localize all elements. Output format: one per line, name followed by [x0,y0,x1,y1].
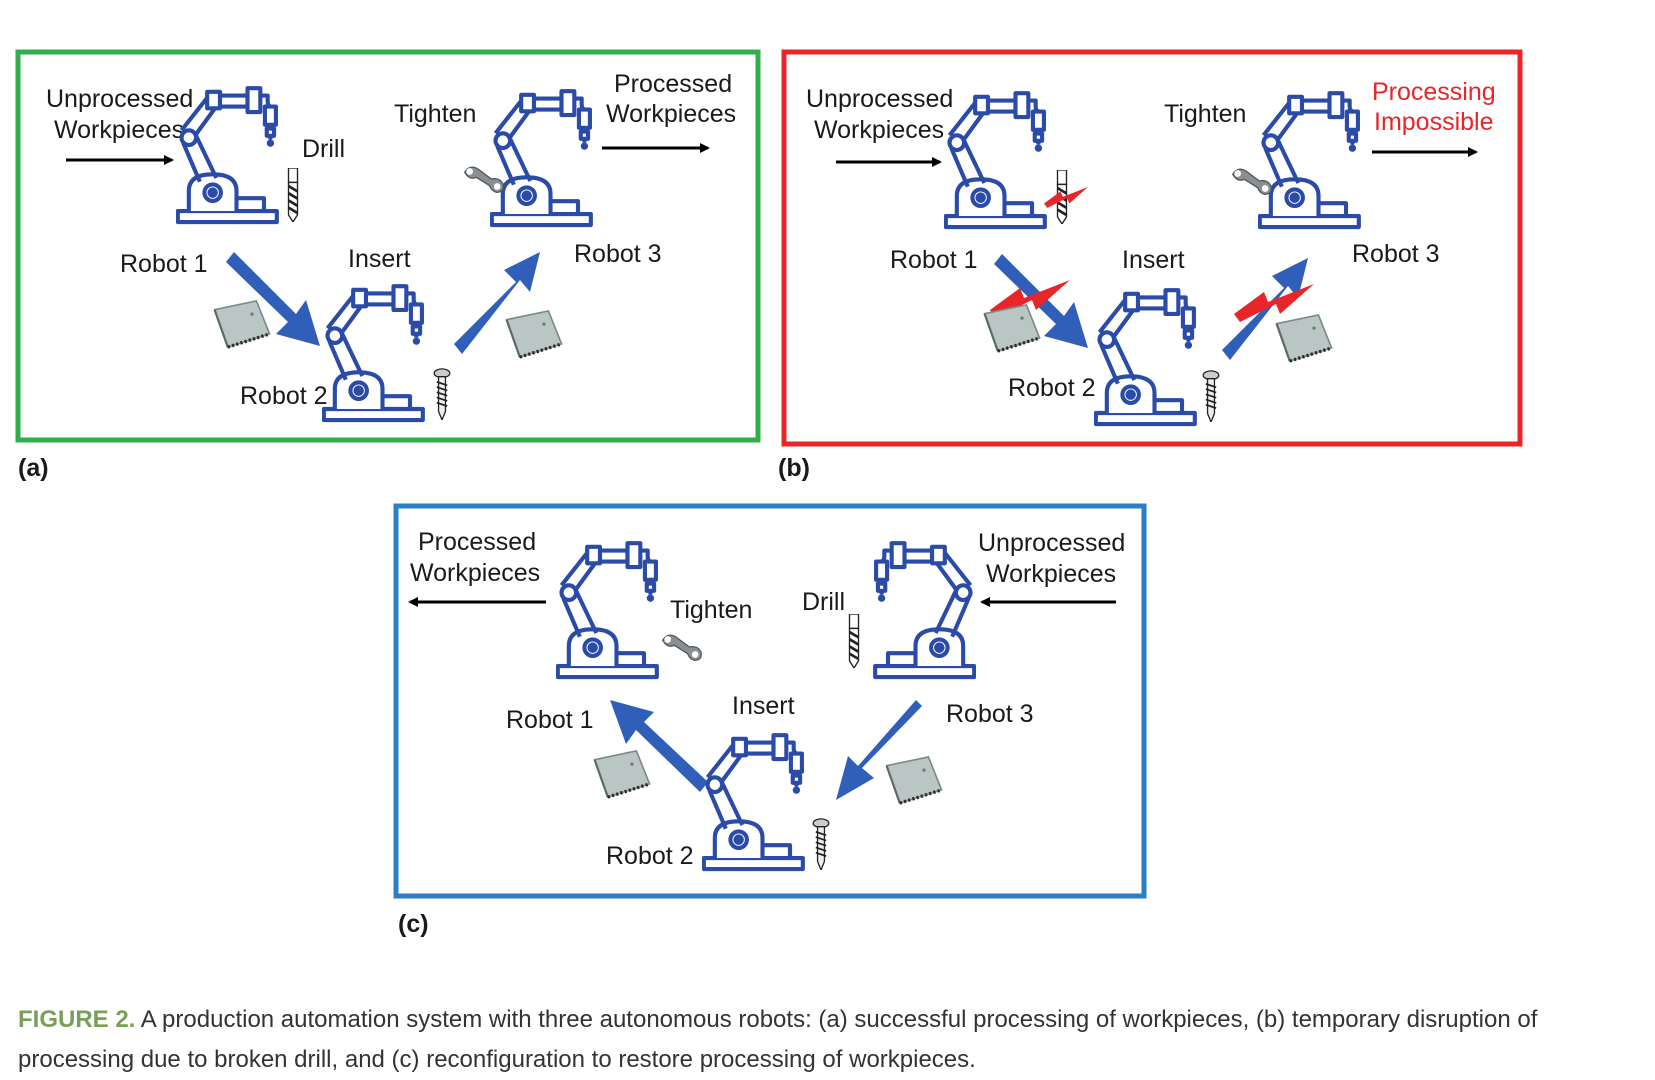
robot2-name: Robot 2 [240,382,328,410]
panel-a-border [15,49,761,443]
robot2-tool-label: Insert [732,692,795,720]
robot3-icon [492,91,591,225]
robot1-tool-label: Tighten [670,596,752,624]
robot2-tool-label: Insert [348,245,411,273]
output-label-line1: Processing [1372,78,1496,106]
workpiece-icon [504,309,564,359]
drill-icon [848,614,860,668]
drill-icon [287,168,299,222]
robot2-name: Robot 2 [606,842,694,870]
input-label-line2: Workpieces [986,560,1116,588]
workpiece-icon [1274,313,1334,363]
wrench-icon [1232,168,1272,195]
figure-label: FIGURE 2. [18,1006,136,1033]
flow-arrow-2-to-3 [454,252,540,354]
robot3-icon [1260,93,1359,227]
panel-c: Processed Workpieces Tighten Robot 1 Ins… [393,503,1147,938]
robot3-icon-mirrored [875,543,974,677]
flow-arrow-1-to-2 [226,252,320,346]
panel-c-border [393,503,1147,899]
input-label-line2: Workpieces [814,116,944,144]
robot1-icon [946,93,1045,227]
workpiece-icon [982,303,1042,353]
robot3-name: Robot 3 [946,700,1034,728]
flow-arrow-3-to-2 [836,700,922,800]
robot2-name: Robot 2 [1008,374,1096,402]
input-label-line1: Unprocessed [806,85,953,113]
robot1-name: Robot 1 [120,250,208,278]
input-label-line1: Unprocessed [978,529,1125,557]
panel-b-label: (b) [778,454,810,482]
output-label-line1: Processed [614,70,732,98]
robot3-tool-label: Drill [802,588,845,616]
panel-a: Unprocessed Workpieces Drill Robot 1 Ins… [15,49,761,482]
wrench-icon [662,634,702,661]
panel-b: Unprocessed Workpieces Robot 1 Insert Ro… [778,49,1523,482]
wrench-icon [464,166,504,193]
output-label-line2: Workpieces [606,100,736,128]
flow-arrow-2-to-1 [610,700,708,792]
workpiece-icon [884,755,944,805]
caption-text: A production automation system with thre… [18,1006,1538,1073]
robot2-tool-label: Insert [1122,246,1185,274]
robot3-tool-label: Tighten [1164,100,1246,128]
robot3-tool-label: Tighten [394,100,476,128]
figure-caption: FIGURE 2. A production automation system… [18,1000,1638,1080]
robot1-name: Robot 1 [890,246,978,274]
robot3-name: Robot 3 [574,240,662,268]
panel-b-border [781,49,1523,447]
robot2-icon [1096,290,1195,424]
robot2-icon [324,286,423,420]
robot1-tool-label: Drill [302,135,345,163]
output-label-line1: Processed [418,528,536,556]
screw-icon [1202,370,1220,422]
robot1-icon [558,543,657,677]
robot2-icon [704,735,803,869]
output-label-line2: Impossible [1374,108,1494,136]
input-label-line2: Workpieces [54,116,184,144]
workpiece-icon [592,749,652,799]
lightning-bolt-icon [1234,284,1314,322]
screw-icon [812,818,830,870]
panel-c-label: (c) [398,910,429,938]
robot1-name: Robot 1 [506,706,594,734]
workpiece-icon [212,299,272,349]
output-label-line2: Workpieces [410,559,540,587]
figure-diagram: Unprocessed Workpieces Drill Robot 1 Ins… [15,49,1523,938]
screw-icon [433,368,451,420]
robot3-name: Robot 3 [1352,240,1440,268]
panel-a-label: (a) [18,454,49,482]
input-label-line1: Unprocessed [46,85,193,113]
